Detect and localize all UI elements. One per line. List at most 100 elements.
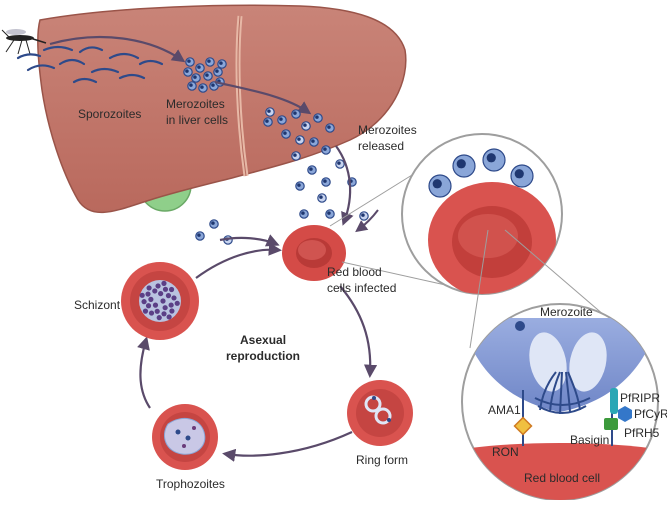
- arrow-rbc-to-ring: [339, 285, 378, 378]
- merozoite-icon: [217, 59, 227, 69]
- schizont-merozoite: [145, 303, 152, 309]
- zoom-merozoite-invasion: [401, 133, 563, 295]
- rhoptry-right: [569, 332, 607, 392]
- label-merozoite: Merozoite: [540, 305, 593, 319]
- merozoite-icon: [325, 123, 335, 133]
- merozoite-icon: [185, 57, 195, 67]
- merozoite-icon: [195, 231, 205, 241]
- merozoite-icon: [263, 117, 273, 127]
- merozoite-icon: [317, 193, 327, 203]
- arrow-to-rbc: [335, 145, 354, 226]
- schizont-merozoite: [156, 315, 162, 321]
- ring-form-icon: [347, 380, 413, 446]
- label-ron: RON: [492, 445, 519, 459]
- merozoite-icon: [265, 107, 275, 117]
- merozoite-icon: [277, 115, 287, 125]
- label-basigin: Basigin: [570, 433, 609, 447]
- pfripr-protein: [610, 388, 618, 414]
- merozoite-icon: [195, 63, 205, 73]
- label-pfcyrpa: PfCyRPA: [634, 407, 667, 421]
- merozoite-icon: [213, 67, 223, 77]
- schizont-merozoite: [171, 295, 177, 301]
- schizont-merozoite: [165, 293, 172, 299]
- merozoite-icon: [281, 129, 291, 139]
- merozoite-icon: [295, 181, 305, 191]
- label-pfrh5: PfRH5: [624, 426, 660, 440]
- merozoite-icon: [307, 165, 317, 175]
- merozoite-icon: [209, 219, 219, 229]
- label-asexual-1: Asexual: [240, 333, 286, 347]
- schizont-merozoite: [168, 286, 175, 293]
- merozoite-icon: [325, 209, 335, 219]
- mosquito-icon: [1, 29, 47, 55]
- label-schizont: Schizont: [74, 298, 121, 312]
- label-merozoites-liver-1: Merozoites: [166, 97, 225, 111]
- merozoite-icon: [428, 174, 452, 198]
- schizont-merozoite: [145, 291, 151, 297]
- arrow-troph-to-schizont: [137, 336, 151, 409]
- label-merozoites-released-2: released: [358, 139, 404, 153]
- merozoite-icon: [482, 148, 506, 172]
- schizont-merozoite: [161, 280, 167, 286]
- schizont-merozoite: [168, 302, 174, 308]
- merozoite-icon: [321, 177, 331, 187]
- label-red-blood-cell: Red blood cell: [524, 471, 600, 485]
- label-rbc-infected-2: cells infected: [327, 281, 396, 295]
- liver: [37, 4, 407, 214]
- label-trophozoites: Trophozoites: [156, 477, 225, 491]
- schizont-merozoite: [160, 298, 166, 304]
- red-blood-cell-infected: [282, 225, 346, 281]
- schizont-merozoite: [148, 296, 154, 302]
- merozoite-icon: [291, 109, 301, 119]
- label-sporozoites: Sporozoites: [78, 107, 141, 121]
- merozoite-icon: [299, 209, 309, 219]
- merozoite-icon: [335, 159, 345, 169]
- nucleus: [515, 321, 525, 331]
- merozoite-icon: [295, 135, 305, 145]
- label-asexual-2: reproduction: [226, 349, 300, 363]
- schizont-icon: [121, 262, 199, 340]
- schizont-merozoite: [154, 308, 160, 314]
- trophozoite-icon: [152, 404, 218, 470]
- merozoites-in-liver-cells: [183, 57, 227, 93]
- merozoite-icon: [321, 145, 331, 155]
- label-rbc-infected-1: Red blood: [327, 265, 382, 279]
- merozoite-icon: [301, 121, 311, 131]
- label-pfripr: PfRIPR: [620, 391, 660, 405]
- schizont-merozoite: [169, 308, 175, 314]
- merozoite-icon: [187, 81, 197, 91]
- schizont-merozoite: [162, 286, 169, 292]
- merozoite-icon: [191, 73, 201, 83]
- schizont-merozoite: [158, 290, 164, 297]
- label-merozoites-released-1: Merozoites: [358, 123, 417, 137]
- ama1-ron-complex: [513, 416, 533, 436]
- schizont-merozoite: [174, 300, 180, 306]
- label-merozoites-liver-2: in liver cells: [166, 113, 228, 127]
- schizont-merozoite: [142, 308, 149, 314]
- schizont-merozoite: [152, 288, 158, 294]
- schizont-merozoite: [166, 314, 172, 320]
- merozoite-icon: [205, 57, 215, 67]
- merozoite-icon: [309, 137, 319, 147]
- sporozoite-icon: [16, 45, 164, 84]
- arrow-schizont-to-rbc: [195, 242, 282, 279]
- merozoite-icon: [198, 83, 208, 93]
- merozoite-icon: [359, 211, 369, 221]
- arrow-sporozoites-to-liver: [49, 35, 186, 63]
- label-ama1: AMA1: [488, 403, 521, 417]
- arrow-ring-to-troph: [222, 431, 353, 462]
- schizont-merozoite: [152, 302, 159, 308]
- schizont-merozoite: [141, 299, 147, 305]
- merozoite-icon: [291, 151, 301, 161]
- pfcyrpa-protein: [618, 406, 632, 422]
- merozoite-icon: [510, 164, 534, 188]
- pfrh5-protein: [604, 418, 618, 430]
- arrow-to-released: [214, 80, 312, 115]
- schizont-merozoite: [146, 285, 152, 291]
- schizont-merozoite: [162, 305, 168, 311]
- label-ring-form: Ring form: [356, 453, 408, 467]
- merozoite-icon: [183, 67, 193, 77]
- schizont-merozoite: [148, 310, 155, 316]
- schizont-merozoite: [139, 292, 145, 298]
